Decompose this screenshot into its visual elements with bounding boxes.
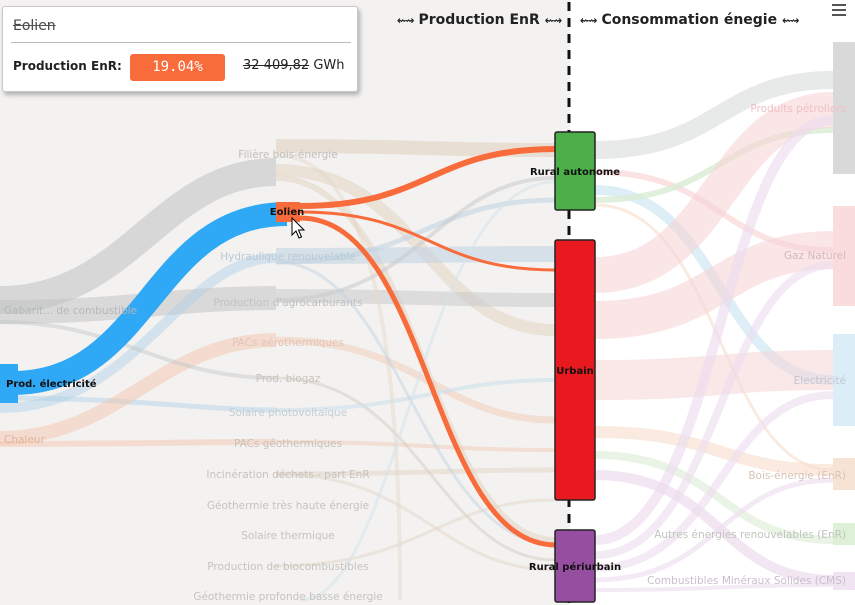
label-chaleur: Chaleur — [4, 434, 45, 446]
tooltip-panel: Eolien Production EnR: 19.04% 32 409,82 … — [2, 6, 358, 92]
consumption-nodes — [833, 42, 855, 590]
node-bois-energie[interactable] — [833, 458, 855, 490]
label-agrocarburants: Production d'agrocarburants — [213, 297, 362, 309]
label-solaire-thermique: Solaire thermique — [241, 530, 335, 542]
highlighted-flows — [11, 146, 557, 548]
label-biocombustibles: Production de biocombustibles — [207, 561, 368, 573]
wave-left-icon: ⇜⇝ — [397, 13, 414, 27]
label-geo-tres-haute: Géothermie très haute énergie — [207, 500, 369, 512]
tooltip-title: Eolien — [13, 18, 56, 34]
node-rural-periurbain[interactable] — [554, 529, 596, 603]
tooltip-energy-value: 32 409,82 GWh — [243, 58, 344, 73]
middle-labels: Filière bois-énergie Hydraulique renouve… — [193, 149, 382, 603]
energy-unit: GWh — [313, 58, 345, 73]
territory-labels: Rural autonome Urbain Rural périurbain — [529, 167, 621, 573]
consumption-flows — [594, 71, 834, 592]
label-rural-autonome: Rural autonome — [530, 167, 620, 178]
mouse-cursor-icon — [291, 216, 306, 239]
label-produits-petroliers: Produits pétroliers — [750, 103, 846, 115]
node-prod-electricite[interactable] — [0, 364, 18, 403]
label-hydraulique: Hydraulique renouvelable — [220, 251, 355, 263]
node-rural-autonome[interactable] — [554, 131, 596, 211]
left-labels: Gabarit... de combustible Chaleur Prod. … — [4, 305, 137, 446]
energy-number: 32 409,82 — [243, 58, 310, 73]
hamburger-menu-icon[interactable] — [832, 4, 846, 18]
flow-eolien-to-rural-periurbain — [299, 215, 557, 548]
label-autres-enr: Autres énergies renouvelables (EnR) — [654, 529, 846, 541]
label-filiere-bois: Filière bois-énergie — [238, 149, 337, 161]
label-eolien: Eolien — [270, 207, 304, 218]
label-cms: Combustibles Minéraux Solides (CMS) — [647, 575, 846, 587]
node-cms[interactable] — [833, 572, 855, 590]
label-solaire-pv: Solaire photovoltaïque — [229, 407, 347, 419]
label-bois-energie: Bois-énergie (EnR) — [748, 470, 846, 482]
header-production: ⇜⇝ Production EnR ⇜⇝ — [392, 12, 566, 28]
header-consumption-label: Consommation énegie — [601, 12, 778, 28]
wave-left-icon: ⇜⇝ — [580, 13, 597, 27]
right-labels: Produits pétroliers Gaz Naturel Electric… — [647, 103, 846, 587]
label-prod-biogaz: Prod. biogaz — [256, 373, 321, 385]
label-gaz-naturel: Gaz Naturel — [784, 250, 846, 262]
node-urbain[interactable] — [554, 239, 596, 501]
tooltip-divider — [11, 42, 351, 43]
node-eolien[interactable] — [276, 202, 300, 222]
label-pacs-geo: PACs géothermiques — [234, 438, 342, 450]
label-pacs-aero: PACs aérothermiques — [232, 337, 344, 349]
flow-eolien-to-rural-autonome — [299, 146, 557, 209]
header-consumption: ⇜⇝ Consommation énegie ⇜⇝ — [575, 12, 804, 28]
tooltip-production-label: Production EnR: — [13, 59, 122, 73]
node-autres-enr[interactable] — [833, 523, 855, 545]
wave-right-icon: ⇜⇝ — [544, 13, 562, 27]
label-gabarit: Gabarit... de combustible — [4, 305, 137, 317]
tooltip-percentage-badge: 19.04% — [130, 54, 225, 81]
node-electricite[interactable] — [833, 334, 855, 426]
flow-prod-electricite-to-eolien — [11, 202, 288, 395]
flow-eolien-to-urbain — [299, 210, 557, 272]
label-electricite: Electricité — [794, 375, 846, 387]
label-geo-profonde: Géothermie profonde basse énergie — [193, 591, 382, 603]
label-incineration: Incinération déchets - part EnR — [206, 469, 369, 481]
label-prod-electricite: Prod. électricité — [6, 378, 97, 390]
label-urbain: Urbain — [556, 366, 594, 377]
label-rural-periurbain: Rural périurbain — [529, 561, 621, 573]
node-produits-petroliers[interactable] — [833, 42, 855, 174]
header-production-label: Production EnR — [418, 12, 540, 28]
node-gaz-naturel[interactable] — [833, 206, 855, 306]
wave-right-icon: ⇜⇝ — [782, 13, 799, 27]
